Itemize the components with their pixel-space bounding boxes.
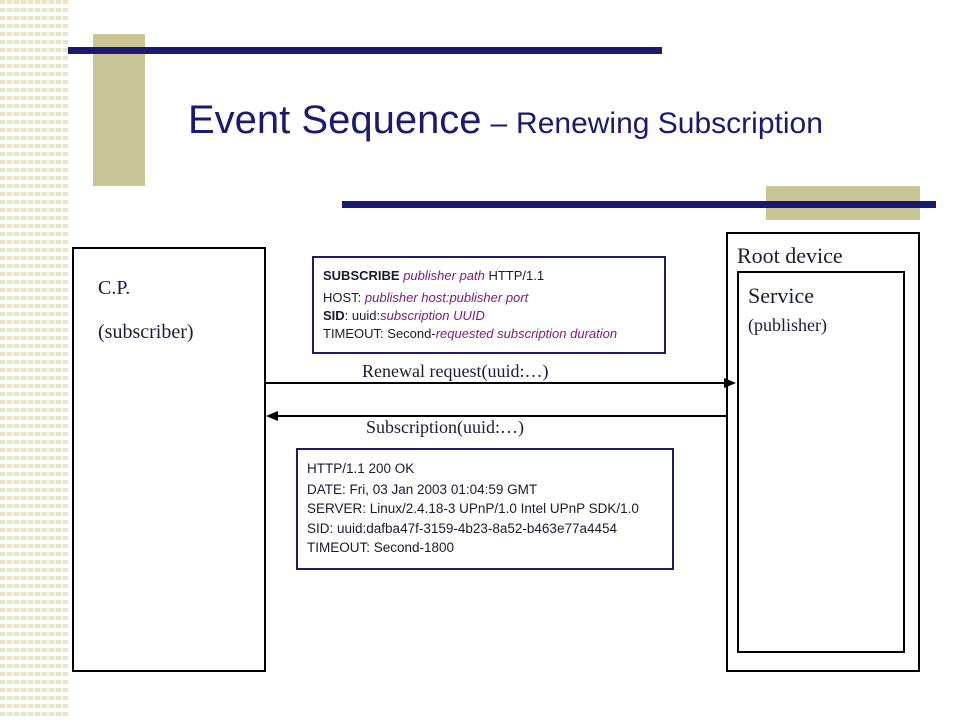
request-line-3: SID: uuid:subscription UUID	[323, 308, 485, 324]
request-line-4: TIMEOUT: Second-requested subscription d…	[323, 326, 617, 342]
service-box: Service (publisher)	[737, 271, 905, 653]
tan-block-left	[93, 34, 145, 186]
decorative-stripes	[0, 0, 68, 720]
subscriber-name: C.P.	[98, 277, 131, 299]
navy-bar-mid	[342, 201, 936, 208]
subscriber-role: (subscriber)	[98, 321, 194, 343]
title-dash: –	[490, 107, 508, 140]
subscriber-box: C.P. (subscriber)	[72, 247, 266, 672]
request-line-1: SUBSCRIBE publisher path HTTP/1.1	[323, 268, 544, 284]
response-line: SID: uuid:dafba47f-3159-4b23-8a52-b463e7…	[307, 521, 618, 536]
request-timeout-val: requested subscription duration	[435, 326, 618, 341]
response-line: SERVER: Linux/2.4.18-3 UPnP/1.0 Intel UP…	[307, 501, 639, 516]
request-line-2: HOST: publisher host:publisher port	[323, 290, 528, 306]
navy-bar-top	[68, 47, 662, 54]
request-timeout-key: TIMEOUT: Second-	[323, 326, 436, 341]
service-name: Service	[748, 283, 814, 308]
request-sid-val: subscription UUID	[380, 308, 485, 323]
service-role: (publisher)	[748, 315, 827, 335]
subscription-arrow	[266, 411, 726, 421]
request-sid-mid: : uuid:	[344, 308, 381, 323]
root-device-box: Root device Service (publisher)	[726, 232, 920, 672]
subscribe-request-box: SUBSCRIBE publisher path HTTP/1.1 HOST: …	[312, 256, 666, 354]
request-host-key: HOST:	[323, 290, 365, 305]
request-proto: HTTP/1.1	[484, 268, 545, 283]
request-path: publisher path	[399, 268, 485, 283]
response-line: HTTP/1.1 200 OK	[307, 461, 415, 476]
subscription-response-box: HTTP/1.1 200 OK DATE: Fri, 03 Jan 2003 0…	[296, 448, 674, 570]
subscription-label: Subscription(uuid:…)	[366, 417, 524, 437]
request-method: SUBSCRIBE	[323, 268, 400, 283]
root-device-label: Root device	[737, 243, 843, 268]
renewal-request-arrow	[266, 378, 736, 388]
renewal-request-label: Renewal request(uuid:…)	[362, 361, 549, 381]
request-sid-key: SID	[323, 308, 345, 323]
response-line: TIMEOUT: Second-1800	[307, 540, 455, 555]
request-host-val: publisher host:publisher port	[364, 290, 529, 305]
response-line: DATE: Fri, 03 Jan 2003 01:04:59 GMT	[307, 482, 538, 497]
title-sub: Renewing Subscription	[516, 107, 823, 140]
title-main: Event Sequence	[188, 98, 482, 142]
slide-title: Event Sequence – Renewing Subscription	[188, 98, 823, 143]
